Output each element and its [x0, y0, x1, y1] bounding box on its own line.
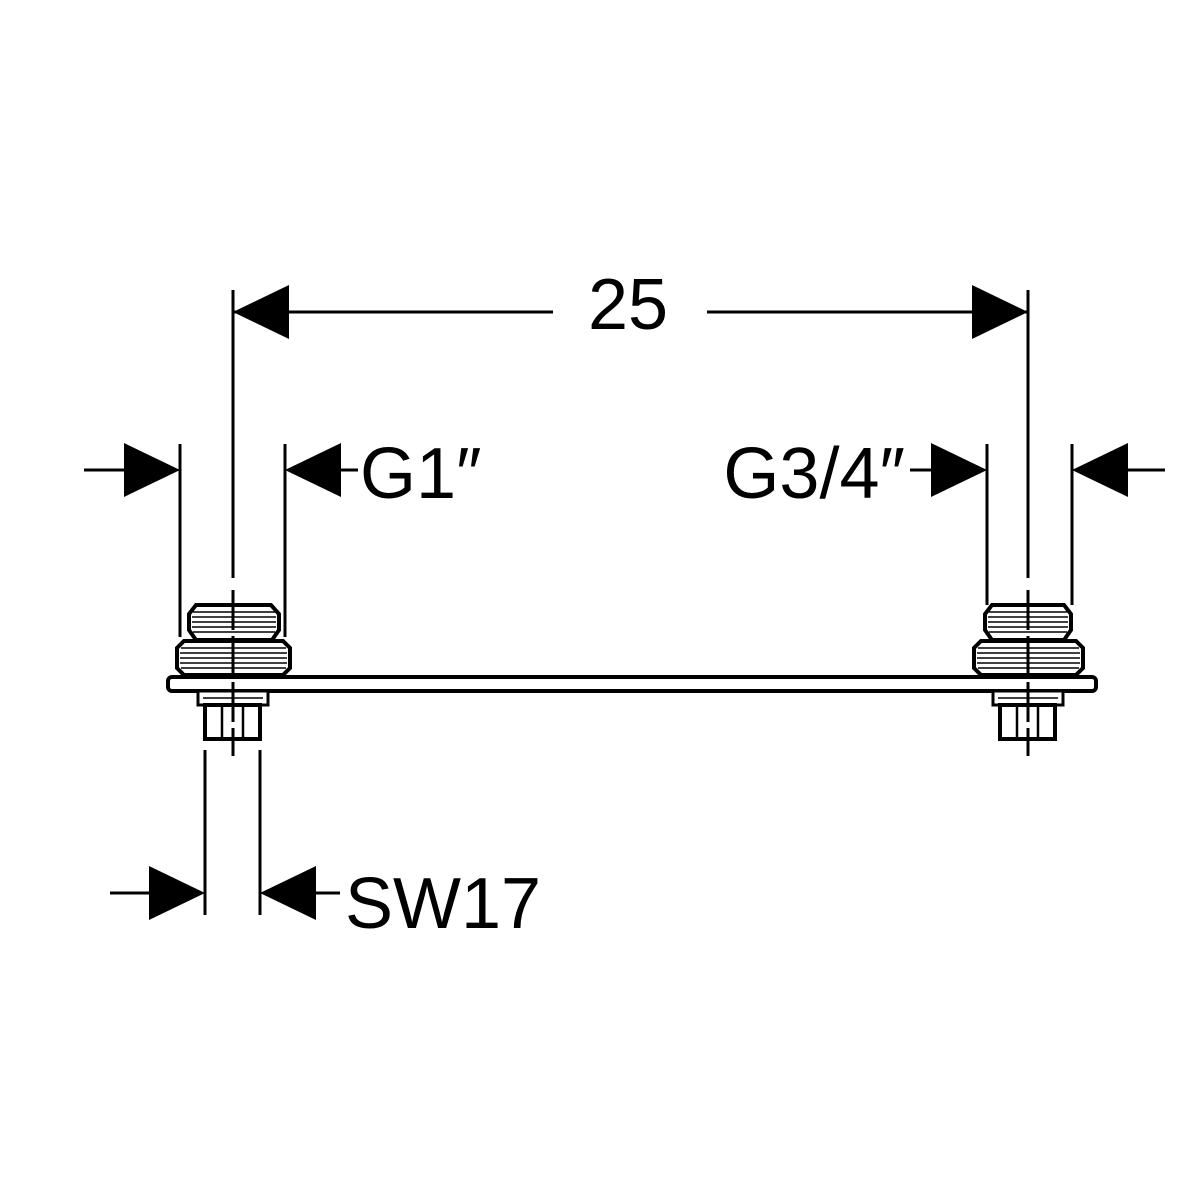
wrench-size-label: SW17 [345, 864, 541, 944]
left-fitting [175, 590, 292, 756]
right-thread-dimension: G3/4″ [723, 434, 1165, 605]
mounting-plate [166, 675, 1098, 693]
center-distance-label: 25 [588, 265, 668, 345]
right-fitting [972, 590, 1085, 756]
arrowhead-in-left [931, 443, 987, 497]
center-distance-dimension: 25 [231, 265, 1030, 578]
wrench-size-dimension: SW17 [110, 750, 541, 944]
arrowhead-left [233, 285, 289, 339]
left-thread-dimension: G1″ [84, 434, 482, 637]
arrowhead-in-right [1072, 443, 1128, 497]
arrowhead-right [972, 285, 1028, 339]
right-thread-label: G3/4″ [723, 434, 905, 514]
left-thread-label: G1″ [360, 434, 482, 514]
arrowhead-in-left [124, 443, 180, 497]
arrowhead-in-left [149, 866, 205, 920]
arrowhead-in-right [285, 443, 341, 497]
arrowhead-in-right [260, 866, 316, 920]
